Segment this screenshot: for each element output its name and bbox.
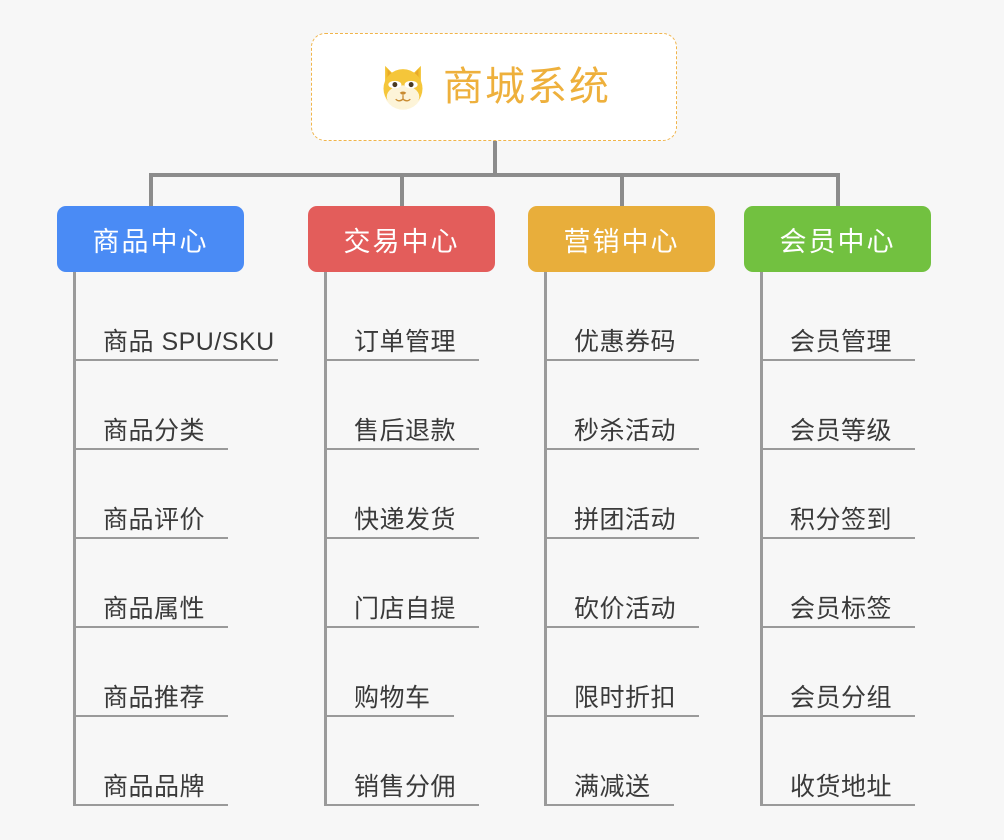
leaf-item[interactable]: 会员等级 (760, 361, 964, 450)
leaf-rule (324, 448, 479, 450)
leaf-item[interactable]: 限时折扣 (544, 628, 748, 717)
leaf-rule (544, 804, 674, 806)
category-box-product-center[interactable]: 商品中心 (57, 206, 244, 272)
leaf-rule (73, 448, 228, 450)
connector-drop-marketing-center (620, 173, 624, 207)
leaf-item[interactable]: 门店自提 (324, 539, 528, 628)
category-box-trade-center[interactable]: 交易中心 (308, 206, 495, 272)
leaf-item[interactable]: 满减送 (544, 717, 748, 806)
leaf-item[interactable]: 订单管理 (324, 272, 528, 361)
column-marketing-center: 营销中心 优惠券码 秒杀活动 拼团活动 砍价活动 (528, 206, 748, 806)
leaf-label: 会员分组 (790, 683, 893, 712)
leaf-rule (324, 626, 479, 628)
leaf-list-marketing-center: 优惠券码 秒杀活动 拼团活动 砍价活动 限时折扣 (544, 272, 748, 806)
connector-root-stem (493, 141, 497, 177)
connector-drop-member-center (836, 173, 840, 207)
leaf-item[interactable]: 商品品牌 (73, 717, 307, 806)
leaf-item[interactable]: 商品属性 (73, 539, 307, 628)
leaf-item[interactable]: 会员分组 (760, 628, 964, 717)
leaf-rule (760, 359, 915, 361)
shiba-dog-face-icon (383, 65, 423, 110)
leaf-rule (544, 359, 699, 361)
leaf-label: 砍价活动 (574, 594, 677, 623)
leaf-item[interactable]: 优惠券码 (544, 272, 748, 361)
category-box-marketing-center[interactable]: 营销中心 (528, 206, 715, 272)
leaf-label: 商品品牌 (103, 772, 206, 801)
leaf-list-product-center: 商品 SPU/SKU 商品分类 商品评价 商品属性 商品推荐 (73, 272, 307, 806)
root-node[interactable]: 商城系统 (311, 33, 677, 141)
leaf-item[interactable]: 商品 SPU/SKU (73, 272, 307, 361)
column-member-center: 会员中心 会员管理 会员等级 积分签到 会员标签 (744, 206, 964, 806)
leaf-rule (324, 715, 454, 717)
leaf-item[interactable]: 会员管理 (760, 272, 964, 361)
leaf-item[interactable]: 销售分佣 (324, 717, 528, 806)
category-box-member-center[interactable]: 会员中心 (744, 206, 931, 272)
leaf-list-trade-center: 订单管理 售后退款 快递发货 门店自提 购物车 (324, 272, 528, 806)
leaf-rule (324, 804, 479, 806)
leaf-label: 优惠券码 (574, 327, 677, 356)
leaf-item[interactable]: 商品评价 (73, 450, 307, 539)
leaf-label: 收货地址 (790, 772, 893, 801)
leaf-item[interactable]: 积分签到 (760, 450, 964, 539)
leaf-label: 购物车 (354, 683, 431, 712)
leaf-item[interactable]: 商品推荐 (73, 628, 307, 717)
leaf-item[interactable]: 秒杀活动 (544, 361, 748, 450)
connector-drop-trade-center (400, 173, 404, 207)
category-label: 会员中心 (779, 226, 896, 257)
connector-horizontal-bus (149, 173, 838, 177)
leaf-label: 会员管理 (790, 327, 893, 356)
leaf-label: 订单管理 (354, 327, 457, 356)
leaf-label: 商品分类 (103, 416, 206, 445)
leaf-rule (73, 626, 228, 628)
leaf-rule (544, 537, 699, 539)
leaf-rule (73, 715, 228, 717)
leaf-label: 会员标签 (790, 594, 893, 623)
leaf-rule (73, 359, 278, 361)
leaf-rule (544, 715, 699, 717)
leaf-item[interactable]: 快递发货 (324, 450, 528, 539)
leaf-rule (73, 537, 228, 539)
leaf-label: 满减送 (574, 772, 651, 801)
leaf-label: 商品推荐 (103, 683, 206, 712)
leaf-rule (73, 804, 228, 806)
leaf-rule (324, 359, 479, 361)
column-trade-center: 交易中心 订单管理 售后退款 快递发货 门店自提 (308, 206, 528, 806)
leaf-label: 售后退款 (354, 416, 457, 445)
leaf-item[interactable]: 砍价活动 (544, 539, 748, 628)
category-label: 营销中心 (563, 226, 680, 257)
leaf-item[interactable]: 售后退款 (324, 361, 528, 450)
leaf-rule (324, 537, 479, 539)
leaf-label: 销售分佣 (354, 772, 457, 801)
leaf-item[interactable]: 收货地址 (760, 717, 964, 806)
category-label: 商品中心 (92, 226, 209, 257)
leaf-list-member-center: 会员管理 会员等级 积分签到 会员标签 会员分组 (760, 272, 964, 806)
leaf-label: 快递发货 (354, 505, 457, 534)
leaf-rule (760, 537, 915, 539)
leaf-label: 限时折扣 (574, 683, 677, 712)
connector-drop-product-center (149, 173, 153, 207)
leaf-rule (544, 626, 699, 628)
leaf-label: 商品评价 (103, 505, 206, 534)
leaf-item[interactable]: 商品分类 (73, 361, 307, 450)
leaf-rule (760, 448, 915, 450)
leaf-item[interactable]: 拼团活动 (544, 450, 748, 539)
leaf-rule (760, 804, 915, 806)
leaf-label: 商品属性 (103, 594, 206, 623)
leaf-rule (760, 715, 915, 717)
leaf-label: 秒杀活动 (574, 416, 677, 445)
category-label: 交易中心 (343, 226, 460, 257)
leaf-rule (760, 626, 915, 628)
leaf-label: 门店自提 (354, 594, 457, 623)
leaf-item[interactable]: 购物车 (324, 628, 528, 717)
column-product-center: 商品中心 商品 SPU/SKU 商品分类 商品评价 商品属性 (57, 206, 307, 806)
root-title: 商城系统 (443, 65, 611, 109)
leaf-label: 积分签到 (790, 505, 893, 534)
leaf-label: 会员等级 (790, 416, 893, 445)
leaf-label: 拼团活动 (574, 505, 677, 534)
leaf-rule (544, 448, 699, 450)
leaf-item[interactable]: 会员标签 (760, 539, 964, 628)
leaf-label: 商品 SPU/SKU (103, 327, 275, 356)
